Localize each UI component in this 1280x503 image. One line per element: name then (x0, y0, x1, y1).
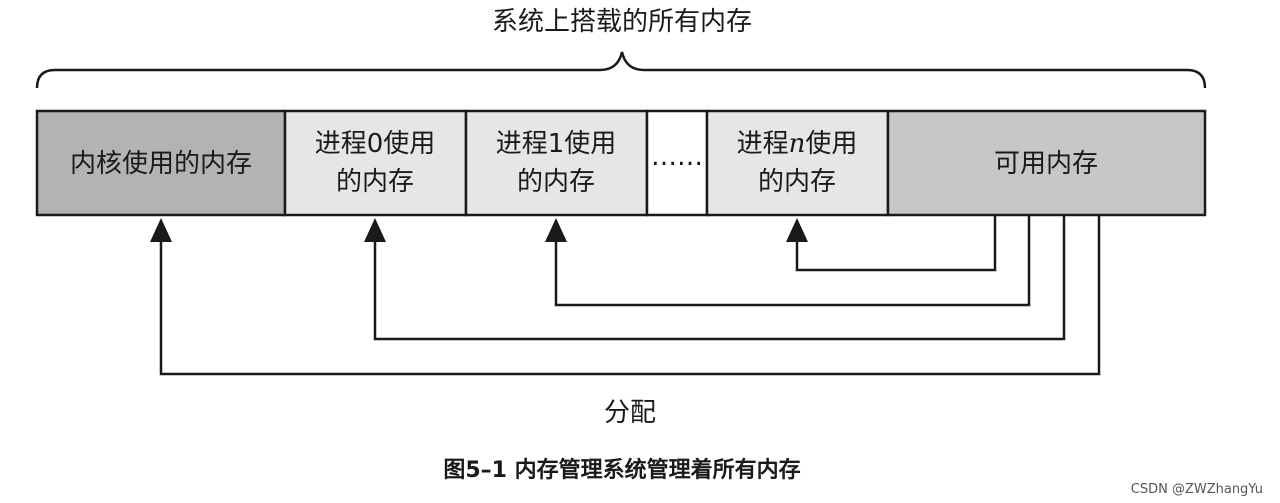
segment-process-n (705, 109, 890, 217)
allocation-arrows (159, 215, 1101, 376)
arrowhead-process-n-icon (786, 218, 808, 242)
process-n-label-line2: 的内存 (758, 167, 836, 197)
arrowhead-process-0-icon (364, 218, 386, 242)
free-memory-label: 可用内存 (994, 149, 1098, 179)
arrow-to-kernel (159, 215, 1101, 376)
kernel-label: 内核使用的内存 (70, 149, 252, 179)
segment-process-0 (283, 109, 468, 217)
memory-bar (35, 109, 1207, 217)
arrowhead-kernel-icon (150, 218, 172, 242)
process-0-label-line1: 进程0使用 (315, 129, 436, 159)
process-n-variable: n (789, 129, 806, 159)
process-n-label-line1: 进程n使用 (737, 129, 858, 159)
allocation-label: 分配 (604, 398, 656, 428)
arrowhead-process-1-icon (545, 218, 567, 242)
segment-free (886, 109, 1207, 217)
process-n-prefix: 进程 (737, 129, 789, 159)
ellipsis-label: …… (651, 142, 703, 172)
segment-kernel (35, 109, 287, 217)
figure-caption: 图5–1 内存管理系统管理着所有内存 (443, 457, 800, 483)
process-1-label-line1: 进程1使用 (496, 129, 617, 159)
arrow-to-process-0 (373, 215, 1066, 341)
arrow-to-process-1 (554, 215, 1031, 307)
process-0-label-line2: 的内存 (336, 167, 414, 197)
process-1-label-line2: 的内存 (517, 167, 595, 197)
segment-process-1 (464, 109, 649, 217)
watermark: CSDN @ZWZhangYu (1131, 482, 1263, 497)
process-n-suffix: 使用 (805, 129, 857, 159)
brace (35, 51, 1207, 89)
top-label: 系统上搭载的所有内存 (492, 7, 752, 37)
arrowheads (150, 218, 808, 242)
arrow-to-process-n (795, 215, 997, 272)
